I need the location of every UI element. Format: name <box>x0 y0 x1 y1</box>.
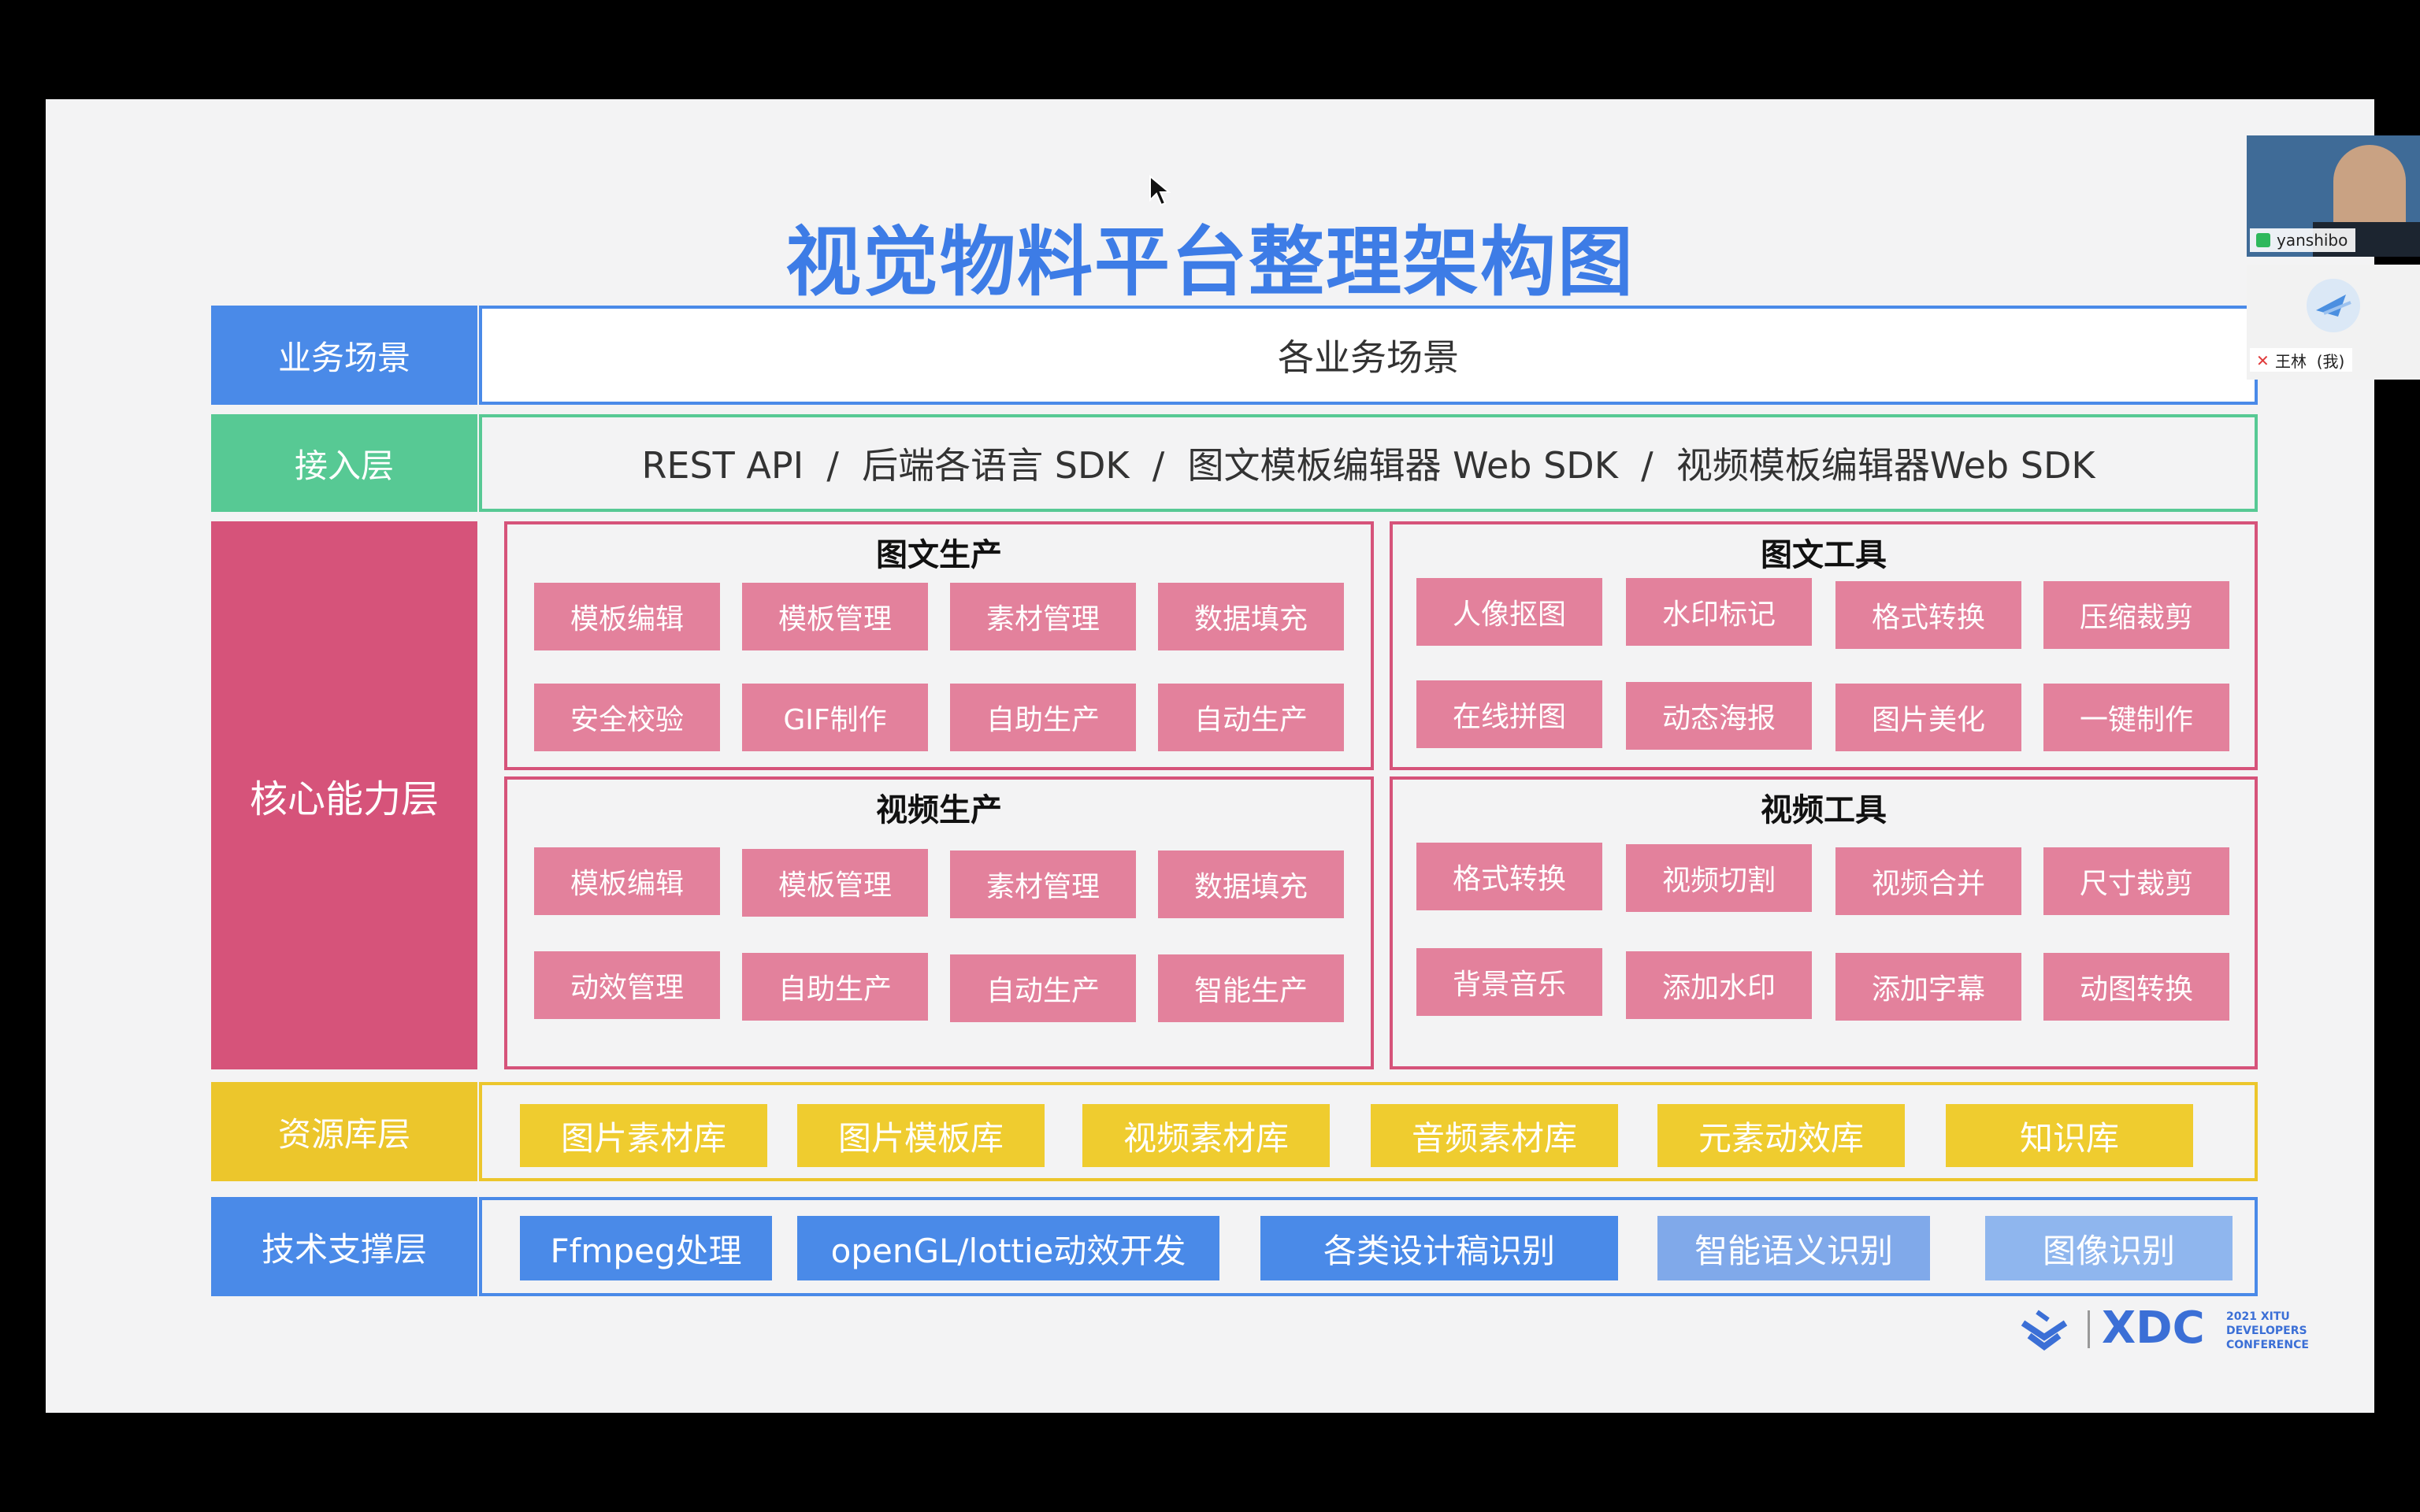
slide-title: 视觉物料平台整理架构图 <box>785 218 1635 306</box>
business-layer-content: 各业务场景 <box>479 306 2258 405</box>
feature-chip: 水印标记 <box>1626 578 1812 646</box>
feature-chip: 数据填充 <box>1158 583 1344 650</box>
feature-chip: 模板管理 <box>742 849 928 917</box>
feature-chip: 背景音乐 <box>1416 948 1602 1016</box>
participant-name-tag: yanshibo <box>2250 228 2356 252</box>
self-avatar-icon <box>2307 279 2360 332</box>
feature-chip: 图片美化 <box>1835 684 2021 751</box>
logo-name: XDC <box>2102 1303 2205 1354</box>
resource-chip: 知识库 <box>1946 1104 2193 1167</box>
resource-chip: 视频素材库 <box>1082 1104 1330 1167</box>
core-group-image-production <box>504 521 1374 770</box>
tech-chip: 智能语义识别 <box>1657 1216 1930 1280</box>
logo-line2: DEVELOPERS <box>2226 1325 2307 1337</box>
tech-chip: 图像识别 <box>1985 1216 2233 1280</box>
feature-chip: 素材管理 <box>950 583 1136 650</box>
feature-chip: 自助生产 <box>950 684 1136 751</box>
feature-chip: 智能生产 <box>1158 954 1344 1022</box>
xdc-logo: XDC 2021 XITU DEVELOPERS CONFERENCE <box>2017 1303 2316 1359</box>
core-group-image-tools <box>1390 521 2258 770</box>
feature-chip: 动态海报 <box>1626 682 1812 750</box>
feature-chip: 模板管理 <box>742 583 928 650</box>
feature-chip: 尺寸裁剪 <box>2043 847 2229 915</box>
participant-self-tile[interactable]: ✕ 王林 (我) <box>2247 265 2420 380</box>
logo-line3: CONFERENCE <box>2226 1339 2309 1351</box>
business-layer-label: 业务场景 <box>211 306 477 405</box>
participant-name: yanshibo <box>2277 231 2348 250</box>
resource-chip: 音频素材库 <box>1371 1104 1618 1167</box>
logo-divider <box>2088 1310 2090 1348</box>
core-group-title: 图文工具 <box>1761 537 1887 573</box>
tech-chip: Ffmpeg处理 <box>520 1216 772 1280</box>
participant-video-tile[interactable]: yanshibo <box>2247 135 2420 257</box>
feature-chip: 压缩裁剪 <box>2043 581 2229 649</box>
feature-chip: 添加水印 <box>1626 951 1812 1019</box>
feature-chip: 安全校验 <box>534 684 720 751</box>
feature-chip: 在线拼图 <box>1416 680 1602 748</box>
feature-chip: 自动生产 <box>1158 684 1344 751</box>
feature-chip: 视频切割 <box>1626 844 1812 912</box>
xdc-logo-mark-icon <box>2021 1310 2068 1351</box>
feature-chip: 格式转换 <box>1835 581 2021 649</box>
core-layer-label: 核心能力层 <box>211 521 477 1069</box>
logo-line1: 2021 XITU <box>2226 1310 2290 1323</box>
resource-chip: 图片模板库 <box>797 1104 1045 1167</box>
self-name-tag: ✕ 王林 (我) <box>2250 348 2353 372</box>
resource-layer-label: 资源库层 <box>211 1082 477 1181</box>
tech-layer-label: 技术支撑层 <box>211 1197 477 1296</box>
feature-chip: 一键制作 <box>2043 684 2229 751</box>
core-group-title: 视频工具 <box>1761 792 1887 828</box>
feature-chip: 人像抠图 <box>1416 578 1602 646</box>
access-layer-label: 接入层 <box>211 414 477 512</box>
core-group-title: 视频生产 <box>876 792 1002 828</box>
tech-layer-content <box>479 1197 2258 1296</box>
core-group-video-production <box>504 776 1374 1069</box>
feature-chip: 格式转换 <box>1416 843 1602 910</box>
feature-chip: 自助生产 <box>742 953 928 1021</box>
access-layer-content: REST API / 后端各语言 SDK / 图文模板编辑器 Web SDK /… <box>479 414 2258 512</box>
feature-chip: GIF制作 <box>742 684 928 751</box>
core-group-title: 图文生产 <box>876 537 1002 573</box>
feature-chip: 模板编辑 <box>534 847 720 915</box>
mic-on-icon <box>2256 233 2270 247</box>
resource-chip: 图片素材库 <box>520 1104 767 1167</box>
core-group-video-tools <box>1390 776 2258 1069</box>
access-layer-text: REST API / 后端各语言 SDK / 图文模板编辑器 Web SDK /… <box>641 444 2095 487</box>
feature-chip: 添加字幕 <box>1835 953 2021 1021</box>
tech-chip: 各类设计稿识别 <box>1260 1216 1618 1280</box>
mouse-cursor-icon <box>1149 175 1171 206</box>
feature-chip: 自动生产 <box>950 954 1136 1022</box>
participant-name: 王林 (我) <box>2275 351 2345 371</box>
business-layer-text: 各业务场景 <box>1278 336 1459 379</box>
resource-layer-content <box>479 1082 2258 1181</box>
feature-chip: 模板编辑 <box>534 583 720 650</box>
resource-chip: 元素动效库 <box>1657 1104 1905 1167</box>
feature-chip: 动效管理 <box>534 951 720 1019</box>
feature-chip: 动图转换 <box>2043 953 2229 1021</box>
feature-chip: 数据填充 <box>1158 850 1344 918</box>
feature-chip: 视频合并 <box>1835 847 2021 915</box>
feature-chip: 素材管理 <box>950 850 1136 918</box>
tech-chip: openGL/lottie动效开发 <box>797 1216 1219 1280</box>
mic-muted-icon: ✕ <box>2256 351 2270 370</box>
